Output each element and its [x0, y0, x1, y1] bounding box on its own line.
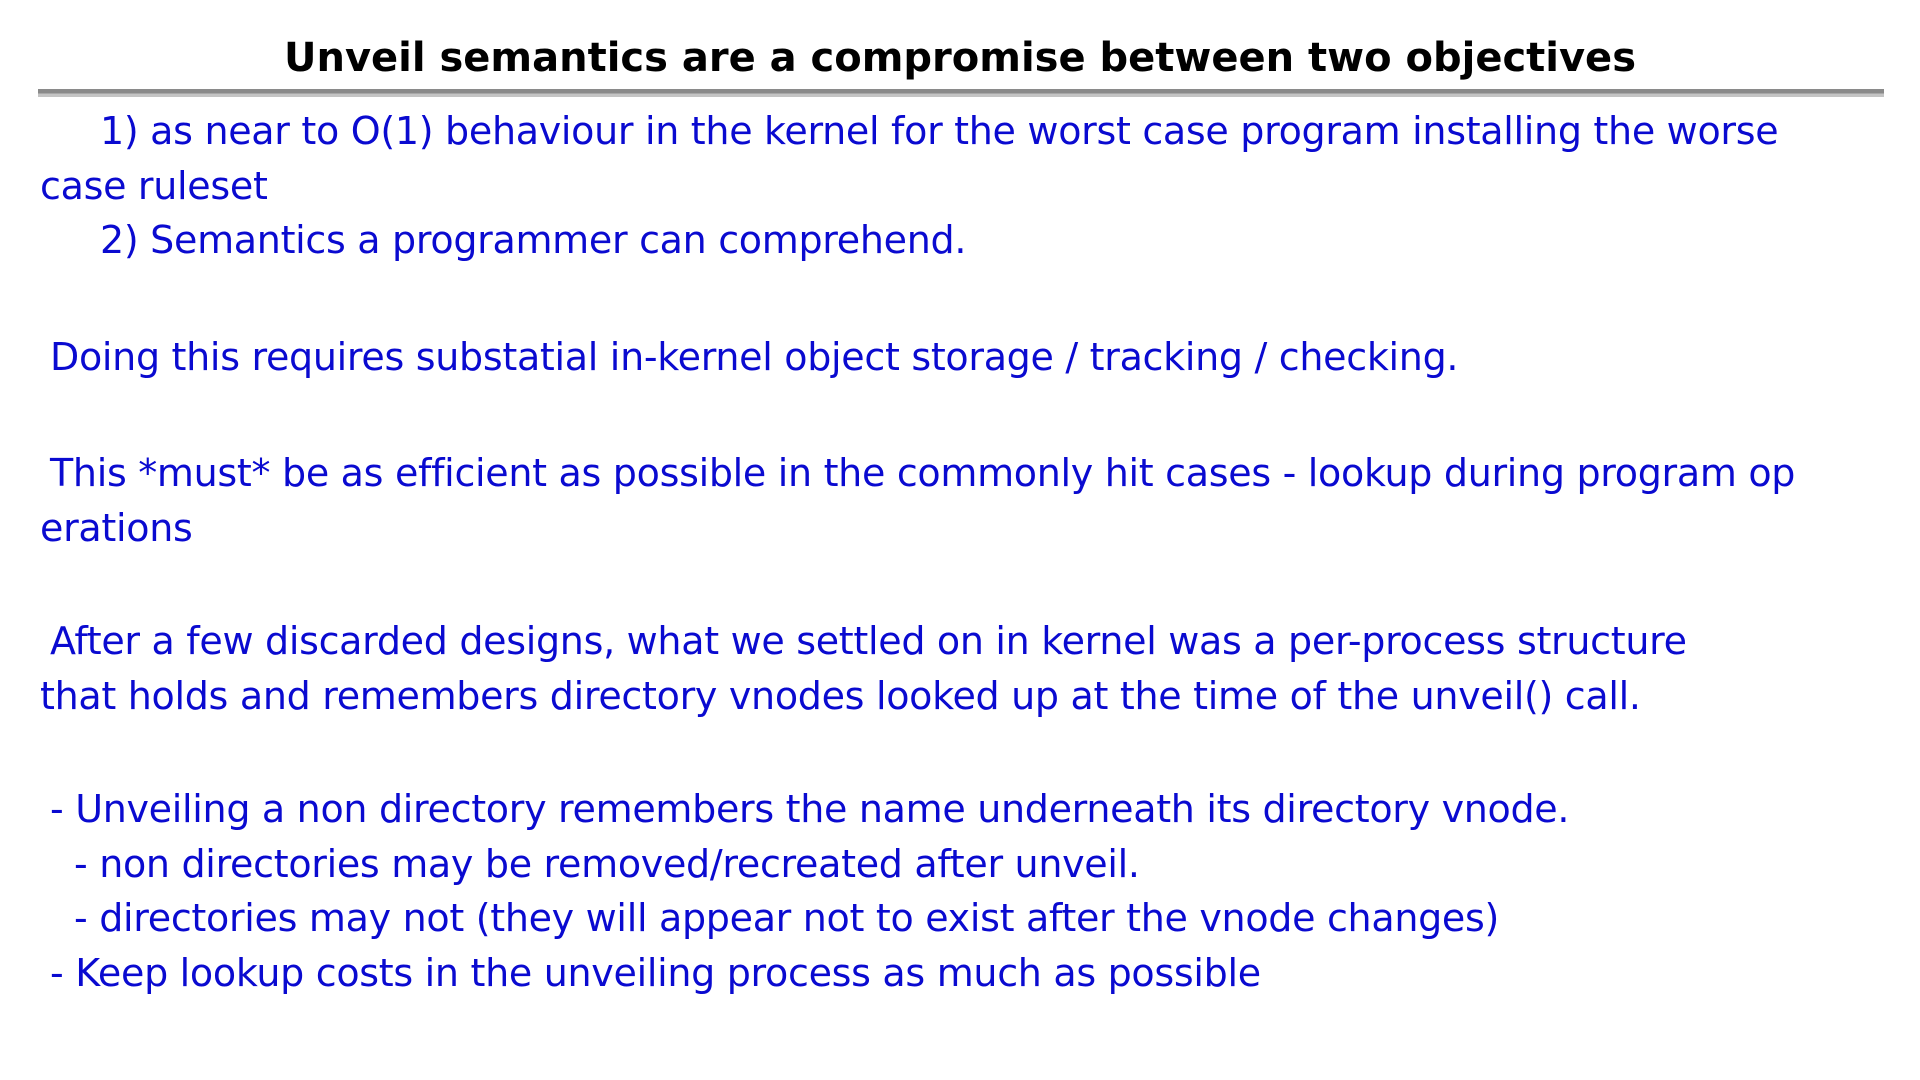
spacer: [40, 384, 1888, 446]
objective-1-line-1: 1) as near to O(1) behaviour in the kern…: [100, 109, 1779, 153]
slide-title: Unveil semantics are a compromise betwee…: [283, 35, 1636, 81]
design-paragraph-line-1: After a few discarded designs, what we s…: [50, 619, 1687, 663]
spacer: [40, 723, 1888, 782]
objective-2: 2) Semantics a programmer can comprehend…: [100, 218, 967, 262]
efficiency-paragraph-line-2: erations: [40, 505, 193, 550]
spacer: [40, 555, 1888, 614]
bullet-lookup-costs: - Keep lookup costs in the unveiling pro…: [50, 950, 1261, 995]
title-divider: [38, 89, 1884, 97]
design-paragraph-line-2: that holds and remembers directory vnode…: [40, 673, 1641, 718]
storage-paragraph: Doing this requires substatial in-kernel…: [50, 334, 1459, 379]
sub-bullet-directories: - directories may not (they will appear …: [74, 896, 1500, 940]
sub-bullet-non-directories: - non directories may be removed/recreat…: [74, 841, 1140, 886]
efficiency-paragraph-line-1: This *must* be as efficient as possible …: [50, 451, 1796, 495]
spacer: [40, 268, 1888, 330]
objective-1-line-2: case ruleset: [40, 163, 268, 208]
slide-body: 1) as near to O(1) behaviour in the kern…: [40, 104, 1888, 1000]
bullet-unveiling-non-directory: - Unveiling a non directory remembers th…: [50, 787, 1570, 831]
